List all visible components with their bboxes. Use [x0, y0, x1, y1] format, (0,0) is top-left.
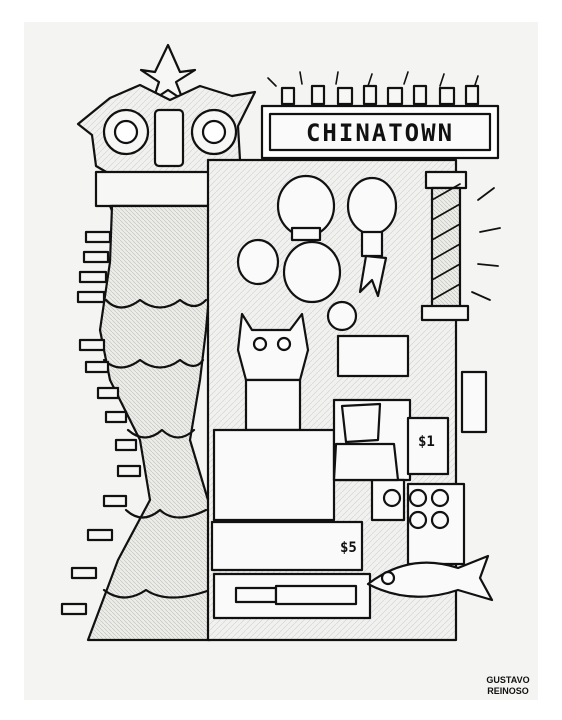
price-tag-2: $5 [340, 540, 357, 556]
bottom-knife [234, 584, 358, 606]
shopkeeper-figure [332, 402, 400, 482]
signature-line1: GUSTAVO [486, 675, 529, 685]
fish [366, 554, 494, 602]
sign-text: CHINATOWN [306, 119, 454, 147]
shop-emblems [326, 300, 450, 530]
dragon-scales-left [60, 230, 142, 616]
striped-pillar [420, 170, 470, 322]
dragon-head [76, 43, 257, 182]
lucky-cat [236, 312, 310, 432]
price-tag-1: $1 [418, 434, 435, 450]
pillar-rays [471, 187, 501, 301]
chinatown-sign [260, 104, 500, 160]
lanterns [236, 174, 398, 304]
signature-line2: REINOSO [487, 686, 529, 696]
rooftop-ornaments [280, 84, 480, 106]
